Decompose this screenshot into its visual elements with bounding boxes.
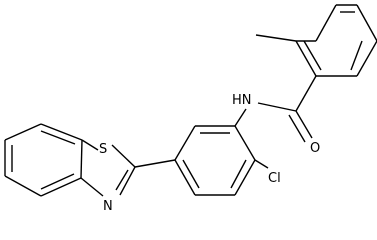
methyl-bond <box>255 34 297 42</box>
amide-group <box>234 75 317 143</box>
aryl-thiazole-bond <box>134 159 176 168</box>
benzo-ring <box>4 123 83 197</box>
oxygen-label: O <box>310 141 320 156</box>
chlorophenyl-ring <box>174 125 256 196</box>
thiazole-ring <box>80 139 136 197</box>
nitrogen-label: N <box>103 199 113 214</box>
methylbenzene-ring <box>295 4 377 77</box>
molecule-structure: HN O S N Cl <box>4 4 377 214</box>
chlorine-label: Cl <box>268 171 281 186</box>
chloro-bond <box>254 159 269 169</box>
nh-label: HN <box>232 93 252 108</box>
sulfur-label: S <box>99 142 107 157</box>
